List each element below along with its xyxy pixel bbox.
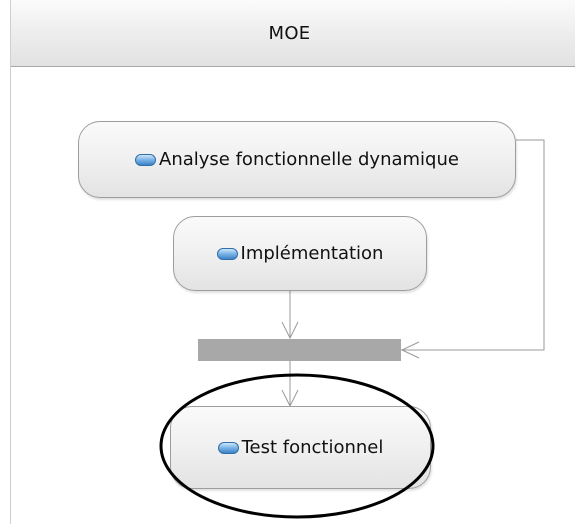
activity-capsule-icon (217, 441, 239, 454)
swimlane-header: MOE (11, 0, 575, 67)
connector-implementation-to-fork (281, 291, 299, 340)
swimlane-moe: MOE (10, 0, 575, 524)
fork-join-bar[interactable] (198, 339, 401, 361)
connector-fork-to-test (281, 361, 299, 408)
activity-capsule-icon (216, 247, 238, 260)
activity-analyse-fonctionnelle[interactable]: Analyse fonctionnelle dynamique (78, 121, 516, 198)
activity-label: Analyse fonctionnelle dynamique (159, 149, 459, 170)
activity-label: Implémentation (240, 243, 384, 264)
activity-test-fonctionnel[interactable]: Test fonctionnel (170, 406, 431, 489)
connector-analyse-to-fork (400, 139, 545, 359)
activity-implementation[interactable]: Implémentation (173, 216, 427, 291)
activity-label: Test fonctionnel (241, 437, 384, 458)
swimlane-title: MOE (268, 22, 311, 44)
activity-capsule-icon (135, 153, 157, 166)
